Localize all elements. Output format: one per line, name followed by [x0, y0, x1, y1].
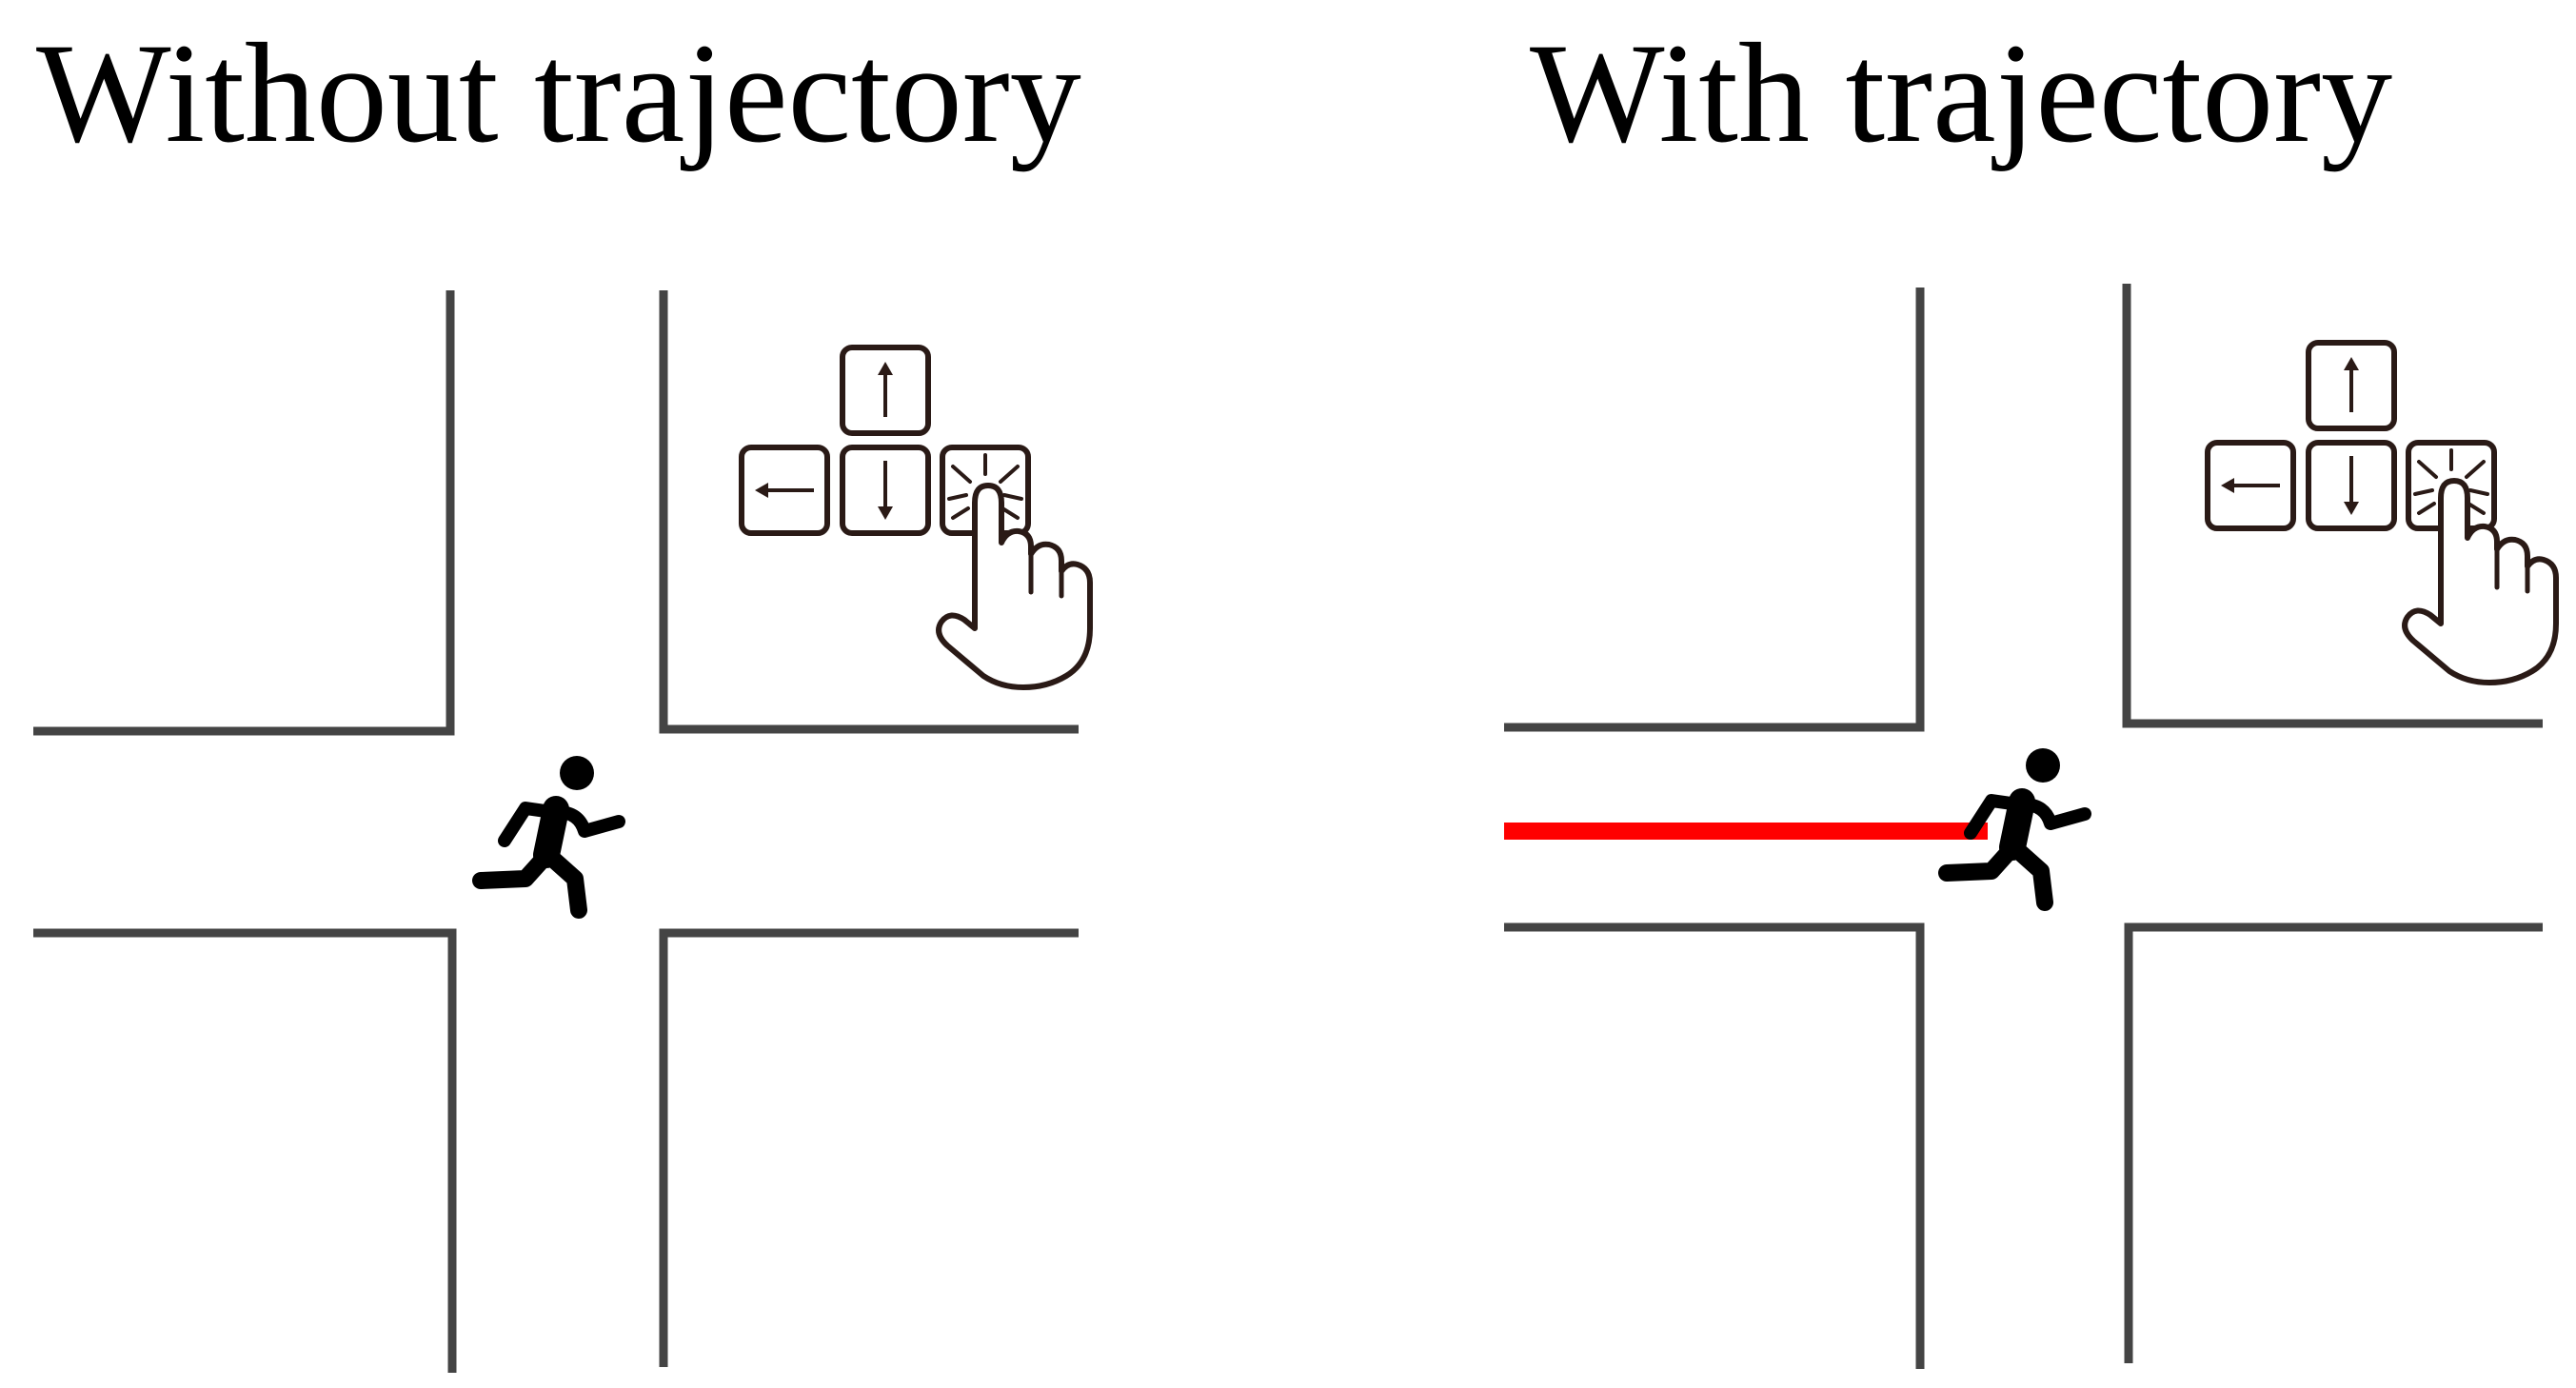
- runner-front-arm: [551, 805, 625, 838]
- pointing-hand-icon: [936, 483, 1093, 690]
- key-down: [840, 445, 931, 536]
- panel-title: Without trajectory: [36, 14, 1081, 172]
- press-sparkle-icon: [947, 453, 1023, 520]
- intersection-roads: [33, 290, 1079, 1373]
- road-corner-bottom-left: [33, 928, 457, 1373]
- key-down: [2306, 440, 2397, 531]
- intersection-scene: [33, 290, 1093, 1373]
- keyboard-arrow-keys-icon: [739, 345, 1093, 690]
- panel-with-trajectory: With trajectory: [1288, 0, 2576, 1388]
- runner-front-arm: [2017, 798, 2091, 830]
- press-sparkle-icon: [2413, 448, 2489, 515]
- road-corner-top-right: [2122, 284, 2543, 728]
- runner-head: [560, 756, 594, 790]
- runner-front-leg: [2006, 839, 2053, 911]
- road-corner-bottom-right: [2124, 922, 2543, 1363]
- key-up: [840, 345, 931, 436]
- road-corner-bottom-left: [1504, 922, 1925, 1369]
- road-corner-top-right: [659, 290, 1079, 734]
- intersection-roads: [1504, 284, 2543, 1369]
- runner-head: [2026, 748, 2060, 783]
- key-left: [2205, 440, 2296, 531]
- runner-icon: [472, 756, 625, 919]
- panel-without-trajectory: Without trajectory: [33, 14, 1093, 1373]
- keyboard-arrow-keys-icon: [2205, 340, 2559, 685]
- runner-back-leg: [1938, 843, 2017, 882]
- key-left: [739, 445, 830, 536]
- intersection-scene: [1504, 284, 2559, 1369]
- pointing-hand-icon: [2402, 478, 2559, 685]
- road-corner-bottom-right: [659, 928, 1079, 1367]
- runner-back-arm: [498, 802, 559, 847]
- panel-title: With trajectory: [1530, 14, 2393, 172]
- runner-icon: [1938, 748, 2091, 911]
- road-corner-top-left: [33, 290, 455, 736]
- road-corner-top-left: [1504, 288, 1925, 732]
- runner-front-leg: [540, 846, 587, 919]
- runner-back-leg: [472, 851, 551, 889]
- key-up: [2306, 340, 2397, 431]
- runner-back-arm: [1964, 794, 2025, 840]
